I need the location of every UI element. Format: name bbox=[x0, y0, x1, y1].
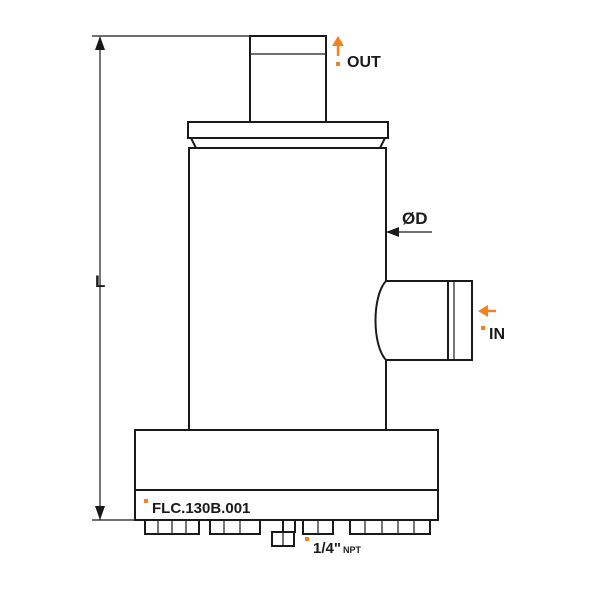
model-bullet bbox=[144, 499, 148, 503]
top-cap bbox=[187, 121, 389, 149]
bolt-group-left bbox=[144, 519, 200, 535]
bolt-nut bbox=[209, 519, 261, 535]
outlet-pipe-body bbox=[249, 35, 327, 123]
outlet-callout: OUT bbox=[332, 36, 381, 71]
port-bullet bbox=[305, 537, 309, 541]
length-label: L bbox=[95, 272, 105, 291]
arrow-left-icon bbox=[478, 305, 496, 317]
diameter-label: ØD bbox=[402, 209, 428, 228]
top-cap-bevel bbox=[189, 137, 387, 149]
length-bottom-arrow-icon bbox=[95, 506, 105, 520]
top-cap-rim bbox=[187, 121, 389, 139]
inlet-pipe-body bbox=[374, 280, 453, 361]
housing bbox=[188, 147, 387, 431]
outlet-bullet bbox=[336, 62, 340, 66]
model-callout: FLC.130B.001 bbox=[144, 499, 250, 517]
base-bolts bbox=[144, 519, 431, 547]
housing-body bbox=[188, 147, 387, 431]
outlet-label: OUT bbox=[347, 54, 381, 71]
base-block bbox=[134, 429, 439, 491]
arrow-up-icon bbox=[332, 36, 344, 56]
inlet-pipe bbox=[374, 280, 473, 361]
port-size-label: 1/4"NPT bbox=[313, 540, 361, 557]
port-callout: 1/4"NPT bbox=[305, 537, 361, 557]
inlet-callout: IN bbox=[478, 305, 505, 343]
port-size-unit: NPT bbox=[343, 545, 362, 555]
bolt-nut bbox=[349, 519, 431, 535]
port-size-value: 1/4" bbox=[313, 540, 341, 557]
length-top-arrow-icon bbox=[95, 36, 105, 50]
bolt-group-center bbox=[302, 519, 334, 535]
outlet-pipe bbox=[249, 35, 327, 123]
drain-port-stem bbox=[282, 519, 296, 533]
inlet-label: IN bbox=[489, 326, 505, 343]
inlet-pipe-end bbox=[447, 280, 473, 361]
base bbox=[134, 429, 439, 521]
model-label: FLC.130B.001 bbox=[152, 500, 250, 517]
bolt-group-right bbox=[349, 519, 431, 535]
inlet-bullet bbox=[481, 326, 485, 330]
length-dimension: L bbox=[92, 35, 250, 521]
diameter-arrow-icon bbox=[386, 227, 399, 237]
diameter-callout: ØD bbox=[386, 209, 432, 237]
bolt-group-center-left bbox=[209, 519, 261, 535]
drain-port bbox=[271, 519, 296, 547]
base-plate bbox=[134, 489, 439, 521]
